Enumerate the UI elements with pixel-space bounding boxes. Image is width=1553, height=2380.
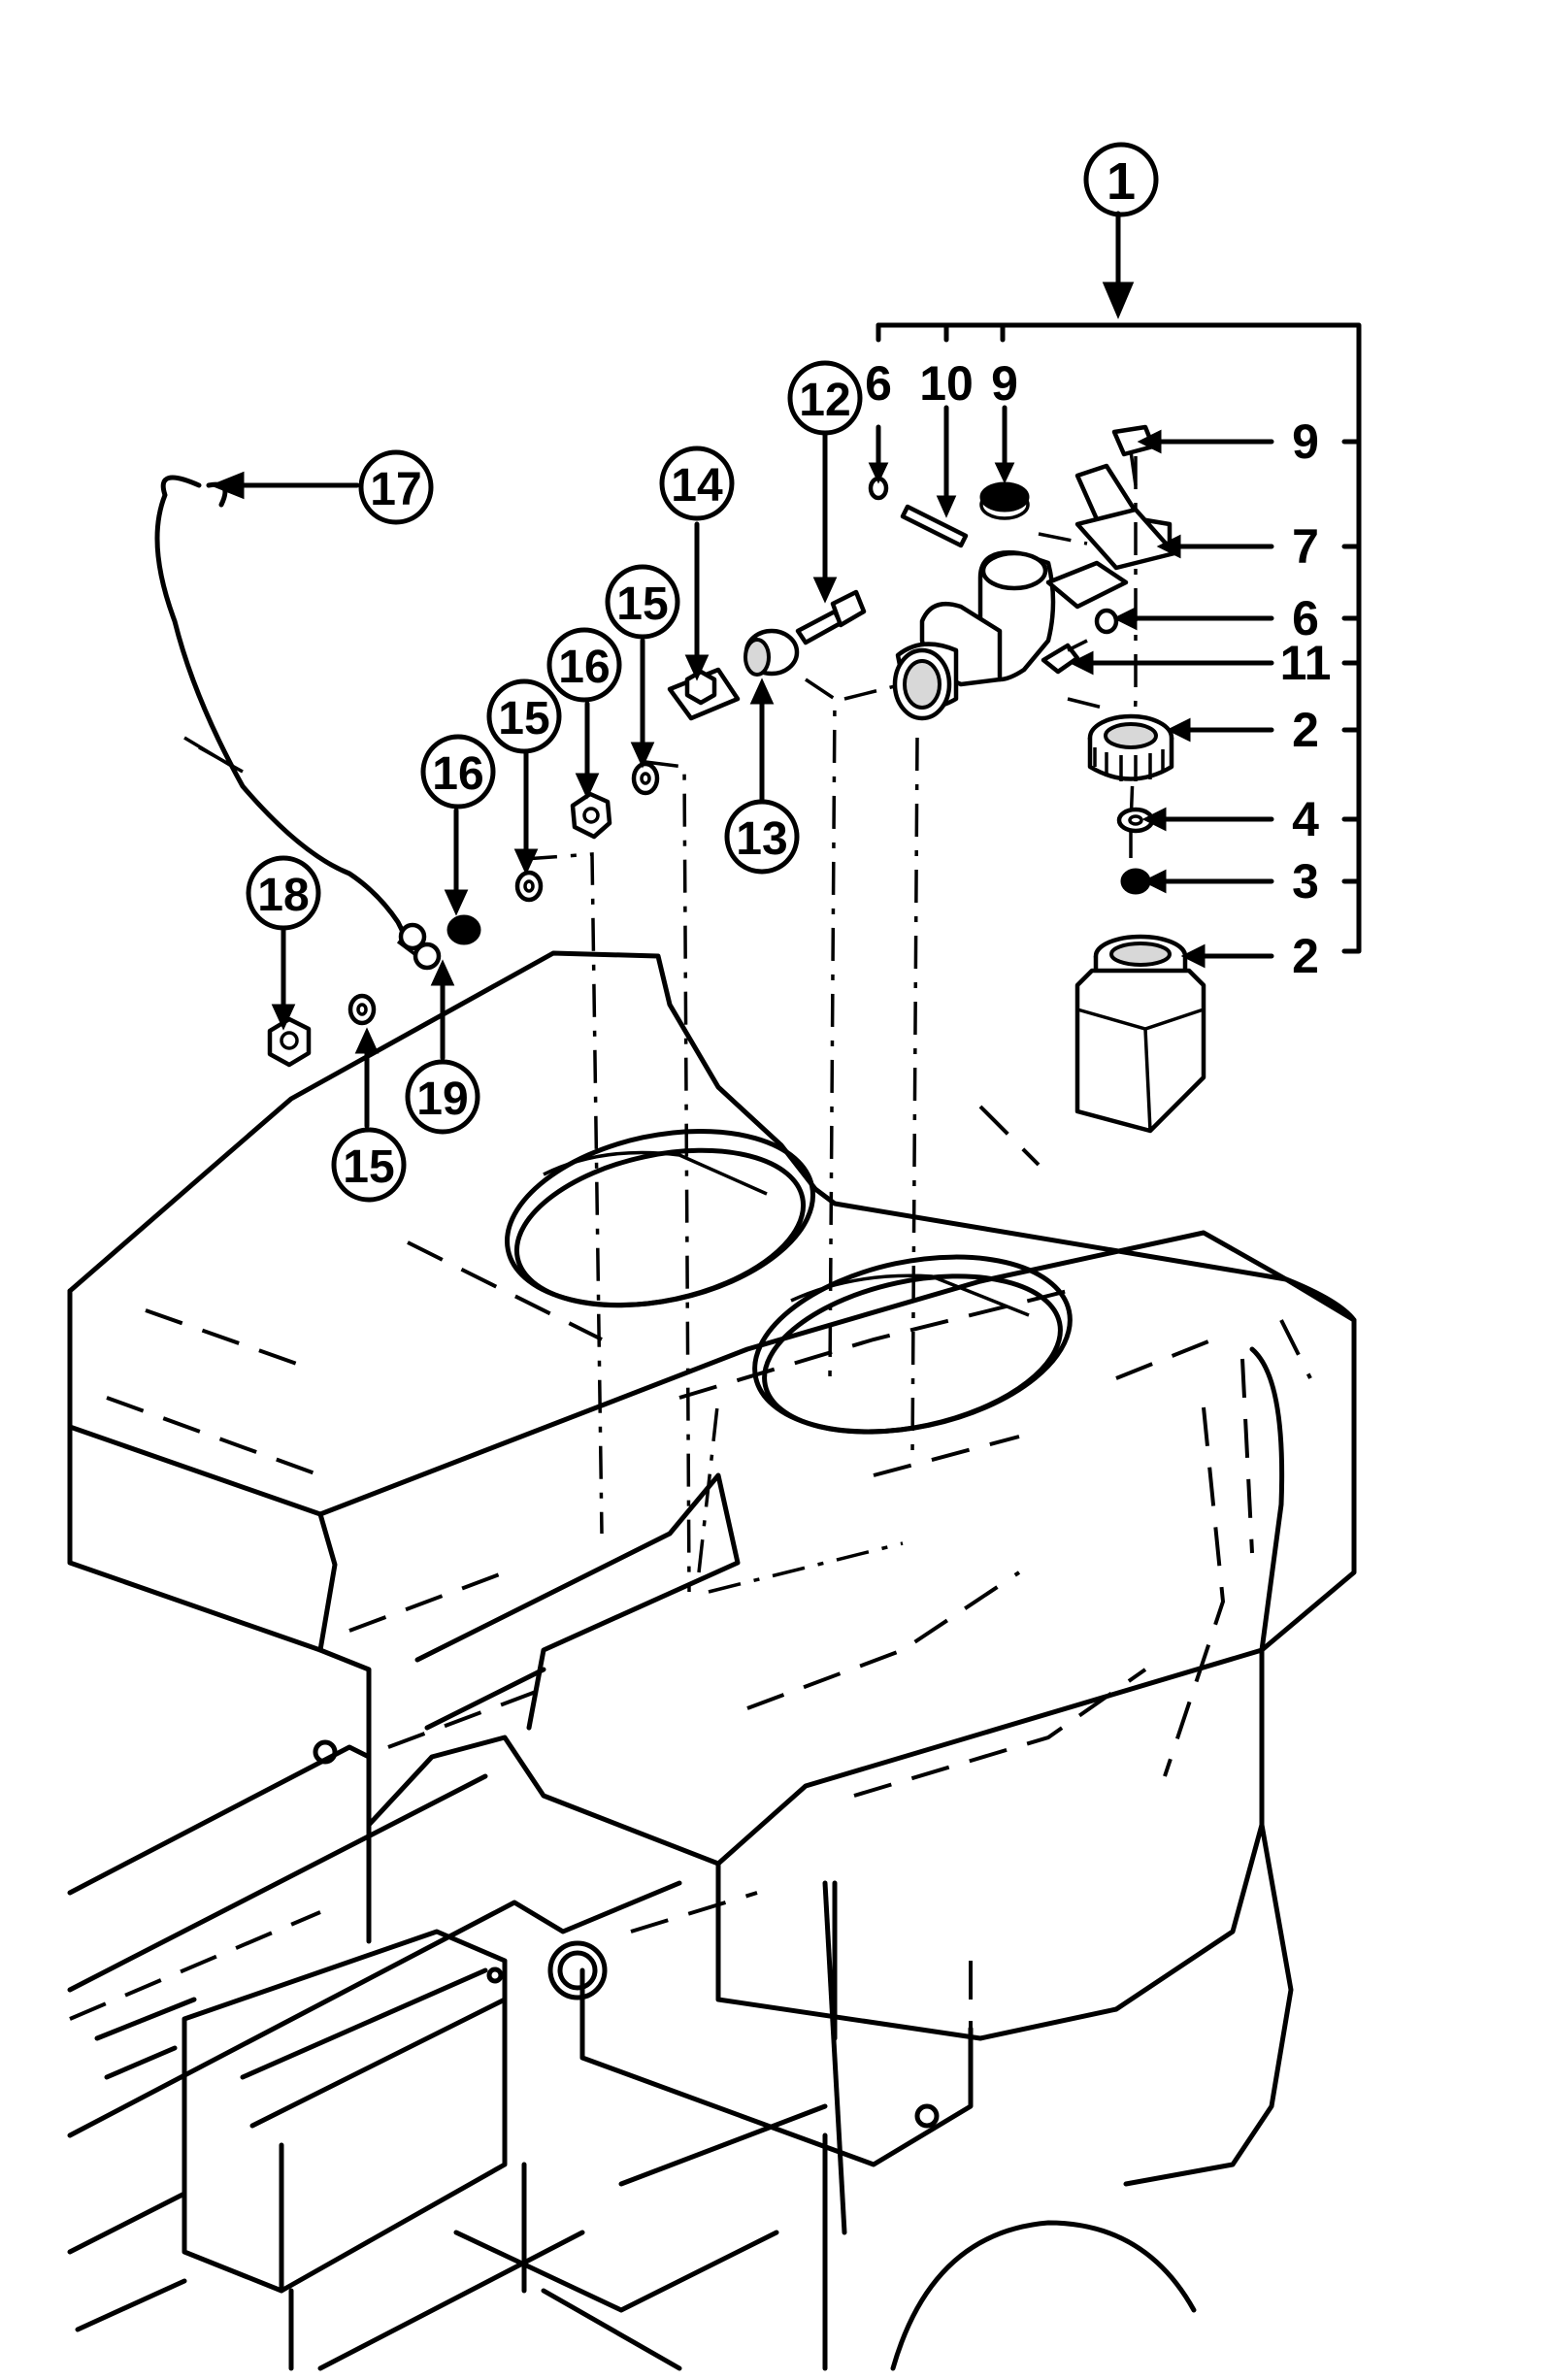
callout-19: 19 [405,1059,480,1135]
nut-18 [267,1016,312,1068]
svg-text:19: 19 [416,1074,468,1125]
machine-tank-body [67,950,1357,2371]
washer-15-lower [347,993,377,1026]
label-7-side: 7 [1292,519,1319,574]
callout-12: 12 [787,360,863,436]
nut-14-plate [667,667,741,721]
valve-assembly [868,424,1206,1134]
callout-13: 13 [724,799,800,875]
label-11-side: 11 [1280,636,1332,690]
label-4-side: 4 [1292,792,1319,846]
svg-text:18: 18 [257,870,309,921]
callout-15-middle: 15 [486,678,562,754]
bushing-13 [743,628,800,677]
nut-16-upper [570,791,612,840]
callout-leaders [209,432,838,1129]
svg-text:16: 16 [558,642,610,693]
label-9-side: 9 [1292,414,1319,469]
callout-17: 17 [358,449,434,525]
tank-openings [505,1128,1073,1435]
washer-15-middle [514,870,544,903]
callout-15-top: 15 [605,564,680,640]
svg-text:15: 15 [616,578,668,630]
svg-text:17: 17 [370,464,421,515]
kit-bracket-lines [868,211,1362,969]
label-2-side-upper: 2 [1292,703,1319,757]
callout-15-bottom: 15 [331,1127,407,1203]
callout-18: 18 [246,855,321,931]
svg-text:14: 14 [671,460,723,512]
svg-text:1: 1 [1107,152,1136,211]
svg-text:13: 13 [736,813,787,865]
label-9-kit: 9 [991,356,1018,411]
label-6-side: 6 [1292,591,1319,645]
washer-15-upper [631,761,660,796]
label-10-kit: 10 [919,356,974,411]
battery-tray [67,1739,974,2371]
label-6-kit: 6 [865,356,892,411]
nut-16-lower [446,914,481,945]
callout-16-top: 16 [546,627,622,703]
kit-labels: 6 10 9 [865,356,1018,411]
svg-text:15: 15 [498,693,549,744]
svg-text:12: 12 [799,375,850,426]
callout-14: 14 [659,446,735,521]
label-3-side: 3 [1292,854,1319,909]
label-2-side-lower: 2 [1292,929,1319,983]
svg-text:16: 16 [432,748,483,800]
side-labels: 9 7 6 11 2 4 3 2 [1280,414,1332,983]
callout-1: 1 [1083,142,1159,217]
bolt-12 [795,589,867,645]
svg-text:15: 15 [343,1141,394,1193]
callout-16-lower: 16 [420,734,496,810]
